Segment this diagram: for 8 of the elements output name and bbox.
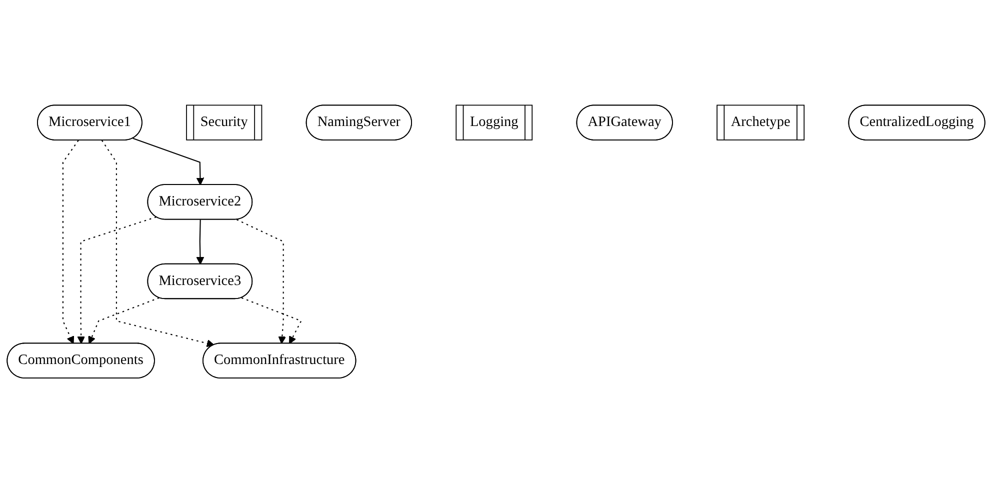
arrow [241,298,302,344]
arrow [236,220,286,344]
arrow [196,220,204,266]
arrow [62,140,79,344]
arrow [77,216,156,344]
arrow [101,140,214,348]
arrow [88,298,160,344]
arrow [132,138,204,186]
